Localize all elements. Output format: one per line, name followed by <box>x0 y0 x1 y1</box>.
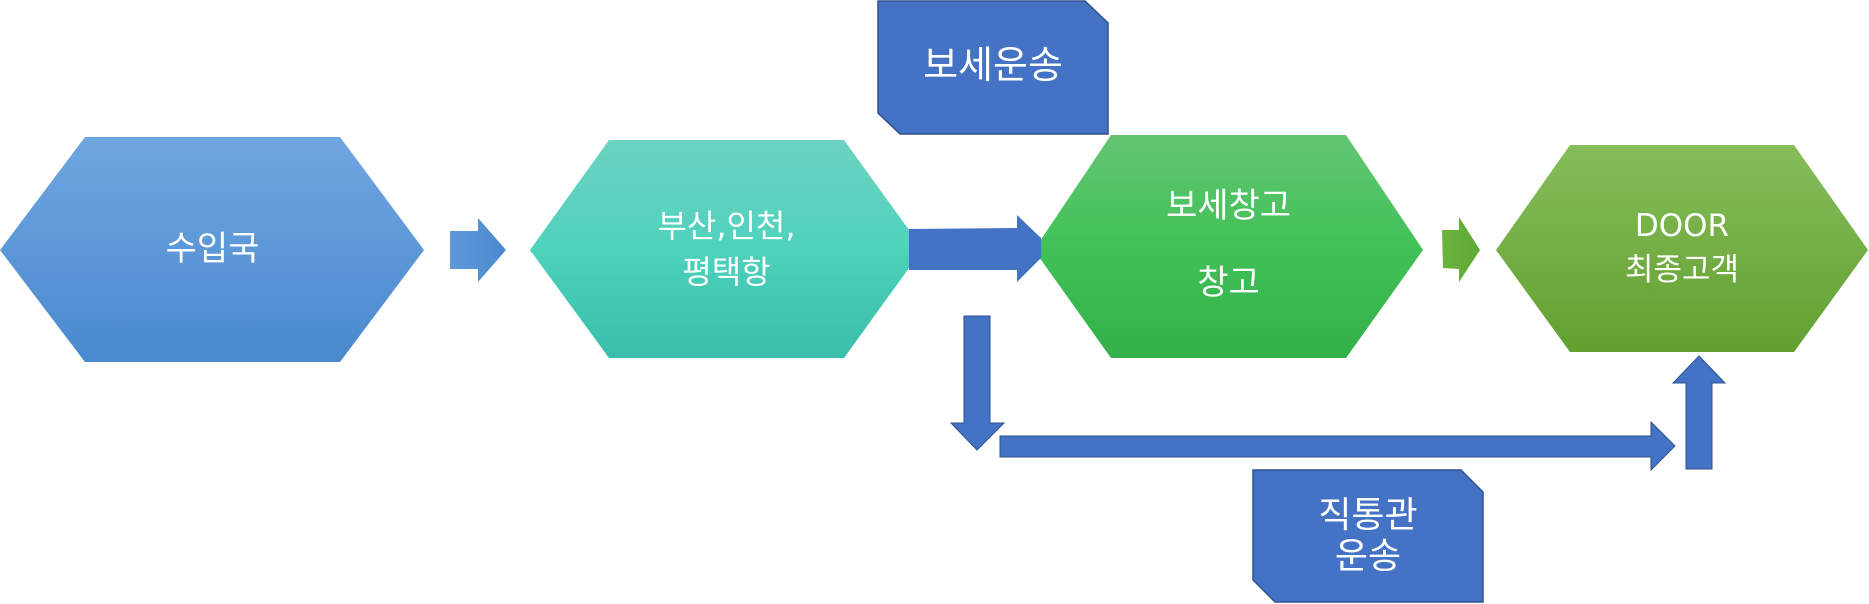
label-direct-clearance-line1: 직통관 <box>1318 494 1418 536</box>
arrow-warehouse-to-door <box>1442 217 1480 282</box>
label-door-line2: 최종고객 <box>1624 251 1740 288</box>
arrow-ports-to-warehouse <box>909 215 1041 282</box>
label-door: DOOR 최종고객 <box>1570 145 1794 352</box>
label-import-country-line1: 수입국 <box>165 229 260 270</box>
arrow-import-to-ports <box>450 218 506 282</box>
callout-bonded-transport <box>877 0 1109 135</box>
arrow-direct-right <box>999 420 1676 472</box>
label-bonded-warehouse-line2: 창고 <box>1197 262 1260 303</box>
label-door-line1: DOOR <box>1634 208 1730 245</box>
callout-direct-clearance <box>1252 469 1484 603</box>
label-direct-clearance: 직통관 운송 <box>1253 470 1483 602</box>
arrow-ports-down <box>949 315 1006 451</box>
hexagon-door <box>1496 145 1868 352</box>
label-bonded-transport-line1: 보세운송 <box>923 43 1063 88</box>
label-import-country: 수입국 <box>85 137 340 362</box>
label-bonded-transport: 보세운송 <box>878 1 1108 131</box>
label-bonded-warehouse-line1: 보세창고 <box>1165 186 1292 226</box>
label-direct-clearance-line2: 운송 <box>1334 536 1402 577</box>
label-ports: 부산,인천, 평택항 <box>609 140 844 358</box>
label-ports-line1: 부산,인천, <box>657 206 796 245</box>
label-ports-line2: 평택항 <box>682 253 771 291</box>
arrow-up-to-door <box>1671 355 1727 470</box>
hexagon-bonded-warehouse <box>1034 135 1423 358</box>
label-bonded-warehouse: 보세창고 창고 <box>1111 135 1346 358</box>
hexagon-ports <box>530 140 909 358</box>
hexagon-import-country <box>0 137 424 362</box>
